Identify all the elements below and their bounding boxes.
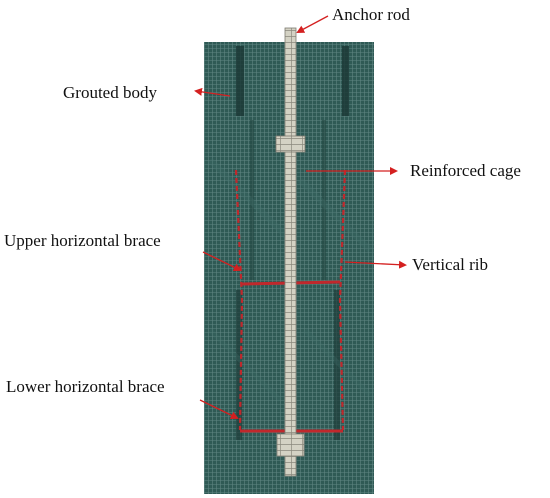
arrow-vertical-rib [344, 260, 407, 269]
arrow-grouted-body [194, 87, 231, 97]
label-reinforced-cage: Reinforced cage [410, 161, 521, 180]
label-upper-horizontal-brace: Upper horizontal brace [4, 231, 161, 250]
label-vertical-rib: Vertical rib [412, 255, 488, 274]
anchor-rod [275, 27, 306, 477]
vertical-rib-left [234, 169, 244, 431]
label-anchor-rod: Anchor rod [332, 5, 410, 24]
annotation-arrows [194, 15, 407, 419]
arrow-lower-horizontal-brace [199, 399, 239, 419]
arrow-anchor-rod [296, 15, 329, 33]
vertical-rib-right [338, 169, 347, 431]
arrow-upper-horizontal-brace [202, 251, 242, 271]
label-lower-horizontal-brace: Lower horizontal brace [6, 377, 165, 396]
label-grouted-body: Grouted body [63, 83, 157, 102]
